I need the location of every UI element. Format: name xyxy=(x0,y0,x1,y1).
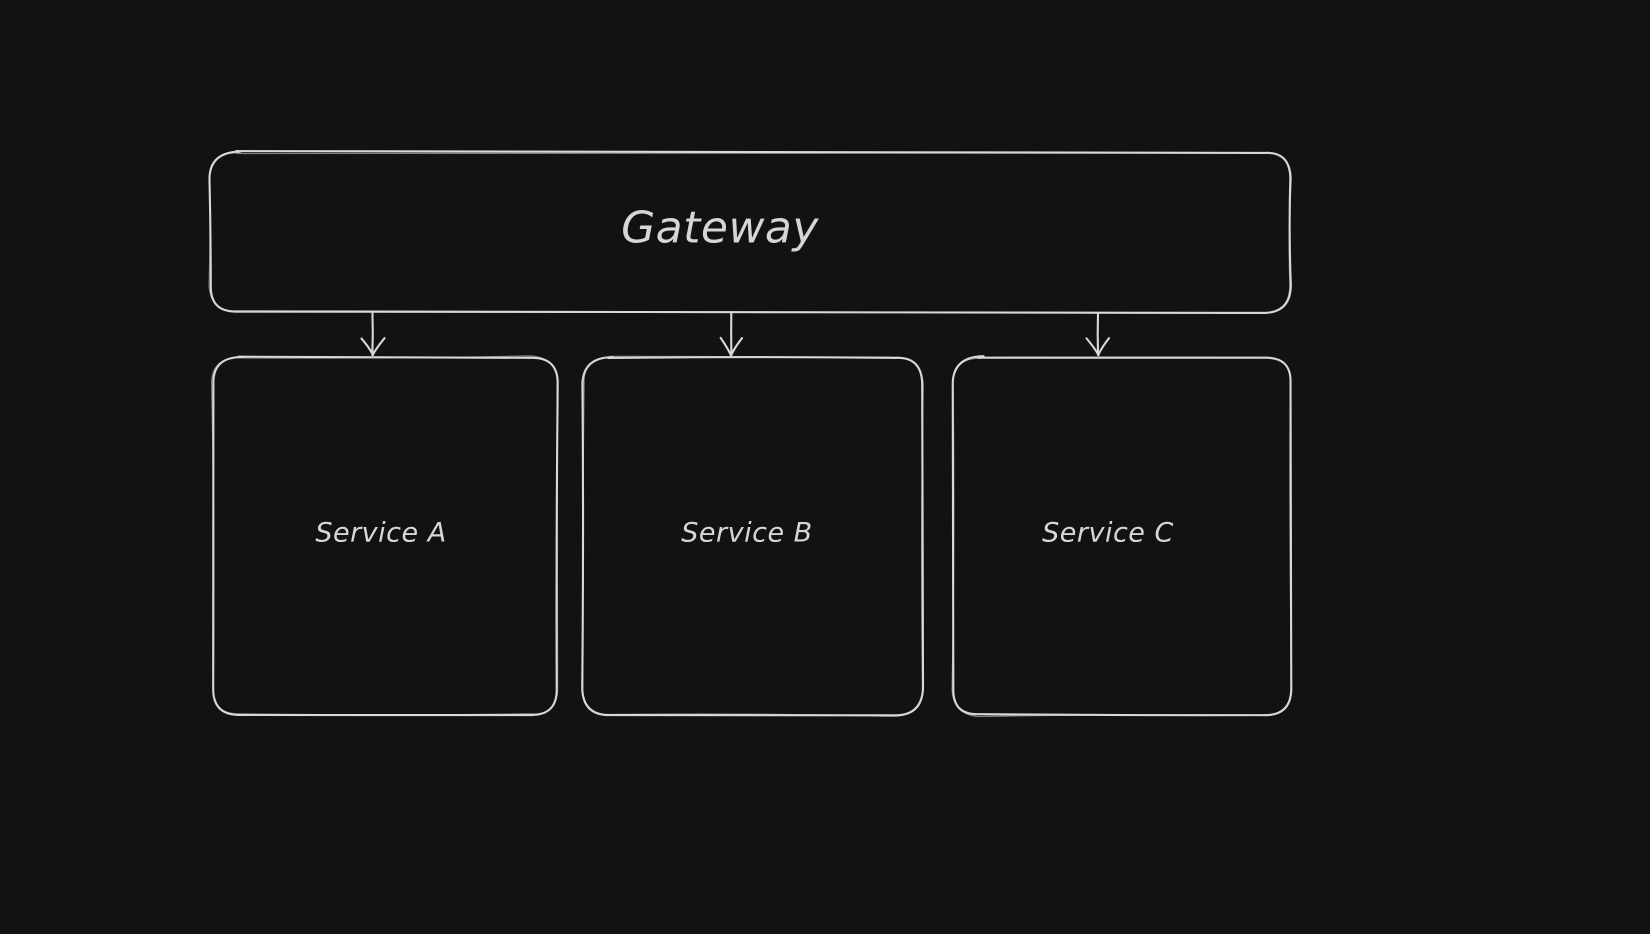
node-gateway[interactable] xyxy=(210,152,1290,312)
node-service-a[interactable] xyxy=(213,357,557,715)
node-service-b[interactable] xyxy=(583,357,922,715)
node-service-c[interactable] xyxy=(953,357,1291,715)
edges-group xyxy=(360,311,1111,357)
shapes-group xyxy=(208,150,1293,718)
